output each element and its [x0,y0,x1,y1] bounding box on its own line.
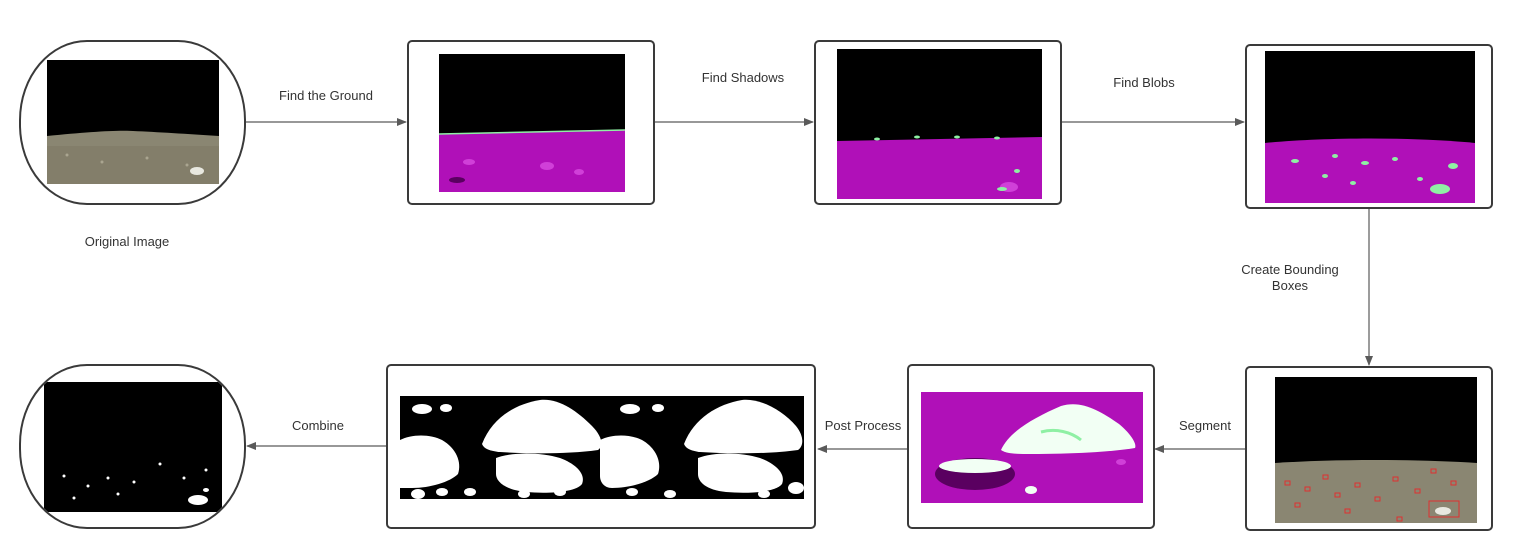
edge-label-post-process: Post Process [824,418,902,433]
edge-label-find-ground: Find the Ground [279,88,373,103]
edge-label-find-blobs: Find Blobs [1113,75,1175,90]
edge-label-segment: Segment [1178,418,1232,433]
edge-label-bounding-boxes-line2: Boxes [1271,278,1309,293]
node-blob-mask [1245,44,1493,209]
edge-label-bounding-boxes-line1: Create Bounding [1241,262,1339,277]
node-ground-mask [407,40,655,205]
lunar-original-thumbnail [47,60,219,184]
caption-original-image: Original Image [84,234,170,249]
node-final-mask [19,364,246,529]
shadow-mask-thumbnail [837,49,1042,199]
bounding-boxes-thumbnail [1275,377,1477,523]
post-process-thumbnail [400,396,804,499]
edge-label-find-shadows: Find Shadows [701,70,785,85]
node-bounding-boxes [1245,366,1493,531]
node-shadow-mask [814,40,1062,205]
node-original-image [19,40,246,205]
ground-mask-thumbnail [439,54,625,192]
node-segmented [907,364,1155,529]
final-mask-thumbnail [44,382,222,512]
node-post-processed [386,364,816,529]
segment-thumbnail [921,392,1143,503]
blob-mask-thumbnail [1265,51,1475,203]
edge-label-combine: Combine [291,418,345,433]
